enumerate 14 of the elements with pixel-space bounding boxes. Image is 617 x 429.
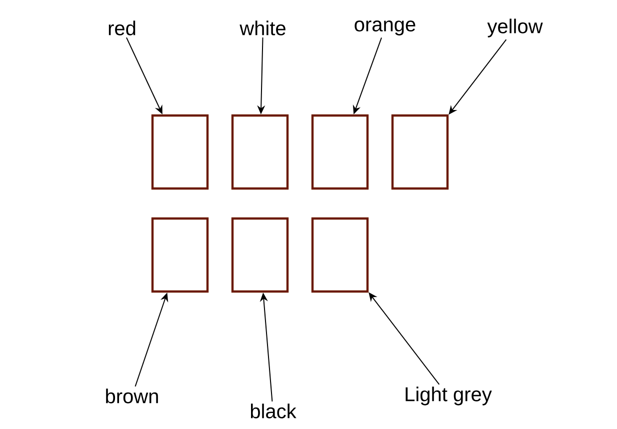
empty-box [151,114,209,190]
label-text: orange [354,20,416,36]
label-text: Light grey [406,386,492,406]
empty-box [151,217,209,293]
empty-box [311,217,369,293]
label-text: brown [106,388,158,404]
empty-box [311,114,369,190]
label-text: yellow [487,18,543,38]
empty-box [231,217,289,293]
label-text: white [240,20,286,36]
label-text: red [108,20,136,36]
label-text: black [250,404,296,418]
empty-box [391,114,449,190]
empty-box [231,114,289,190]
